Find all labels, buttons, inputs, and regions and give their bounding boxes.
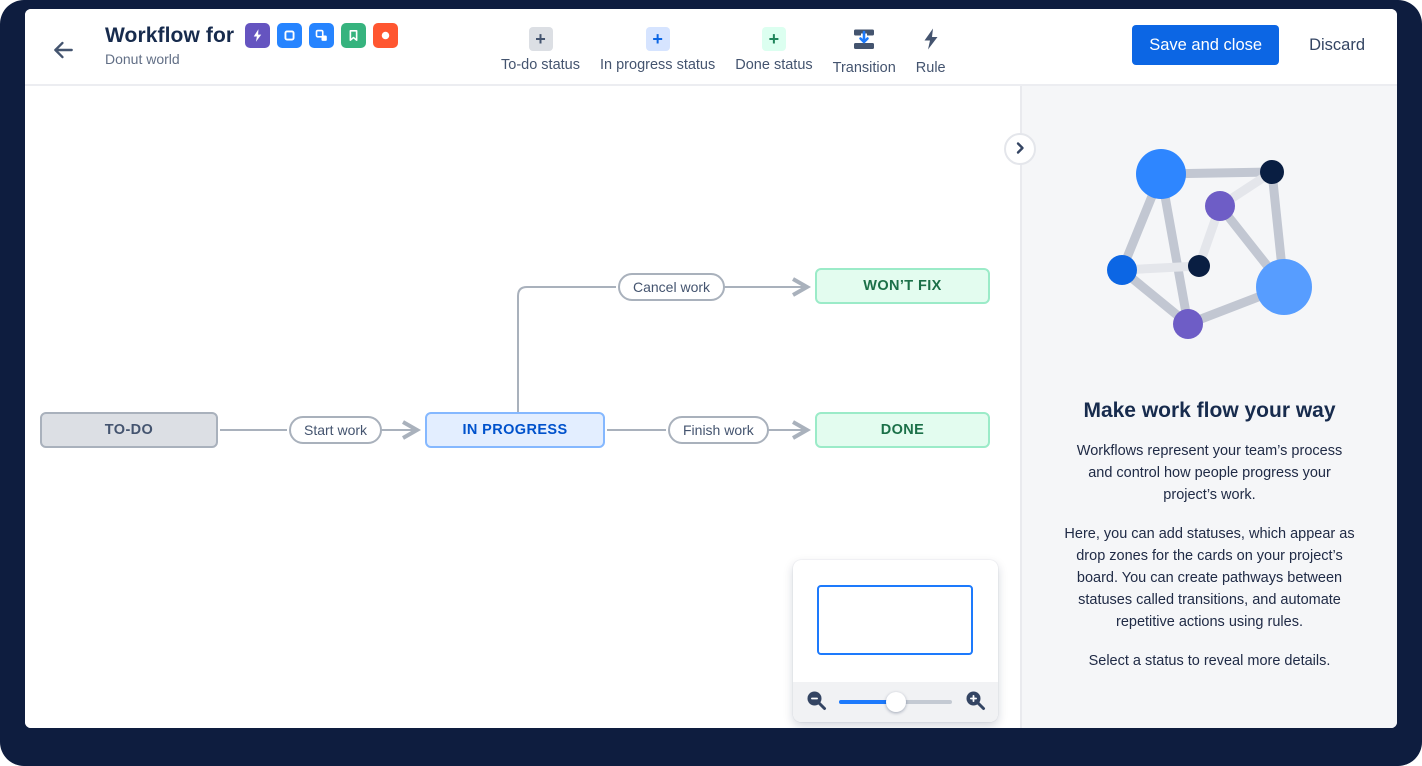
chevron-right-icon bbox=[1013, 141, 1027, 158]
panel-paragraph: Workflows represent your team’s process … bbox=[1076, 443, 1343, 503]
add-transition-button[interactable]: Transition bbox=[833, 27, 896, 76]
tool-label: Done status bbox=[735, 57, 813, 73]
plus-icon: + bbox=[528, 27, 553, 51]
editor-header: Workflow for bbox=[25, 9, 1397, 86]
workflow-canvas[interactable]: WON’T FIX TO-DO IN PROGRESS DONE Cancel … bbox=[25, 86, 1020, 728]
zoom-slider-thumb[interactable] bbox=[885, 692, 906, 712]
panel-text: Workflows represent your team’s process … bbox=[1064, 440, 1356, 672]
title-block: Workflow for bbox=[105, 23, 399, 67]
transition-finish-work[interactable]: Finish work bbox=[668, 416, 769, 444]
status-node-wont-fix[interactable]: WON’T FIX bbox=[815, 268, 990, 304]
panel-collapse-button[interactable] bbox=[1004, 133, 1036, 165]
add-done-status-button[interactable]: + Done status bbox=[735, 27, 813, 76]
panel-heading: Make work flow your way bbox=[1083, 399, 1336, 422]
add-todo-status-button[interactable]: + To-do status bbox=[501, 27, 580, 76]
status-node-in-progress[interactable]: IN PROGRESS bbox=[425, 412, 605, 448]
tool-label: In progress status bbox=[600, 57, 716, 73]
panel-paragraph: Here, you can add statuses, which appear… bbox=[1064, 526, 1355, 630]
magnifier-minus-icon bbox=[806, 690, 827, 714]
minimap bbox=[793, 560, 998, 722]
minimap-viewport[interactable] bbox=[817, 585, 973, 655]
issue-type-icons bbox=[245, 23, 399, 48]
transition-start-work[interactable]: Start work bbox=[289, 416, 383, 444]
zoom-slider[interactable] bbox=[839, 692, 952, 712]
tool-label: To-do status bbox=[501, 57, 580, 73]
transition-arrow-icon bbox=[852, 27, 876, 54]
lightning-bolt-icon bbox=[919, 27, 943, 54]
bolt-icon bbox=[245, 23, 271, 48]
status-node-done[interactable]: DONE bbox=[815, 412, 990, 448]
panel-paragraph: Select a status to reveal more details. bbox=[1088, 653, 1331, 669]
subtask-icon bbox=[309, 23, 335, 48]
back-button[interactable] bbox=[47, 37, 79, 65]
square-icon bbox=[277, 23, 303, 48]
minimap-zoom-bar bbox=[793, 682, 998, 722]
zoom-in-button[interactable] bbox=[964, 691, 986, 713]
editor-main: WON’T FIX TO-DO IN PROGRESS DONE Cancel … bbox=[25, 86, 1397, 728]
plus-icon: + bbox=[761, 27, 786, 51]
add-rule-button[interactable]: Rule bbox=[916, 27, 946, 76]
circle-icon bbox=[373, 23, 399, 48]
arrow-left-icon bbox=[50, 37, 76, 66]
details-panel: Make work flow your way Workflows repres… bbox=[1020, 86, 1397, 728]
page-title: Workflow for bbox=[105, 23, 235, 47]
tool-label: Transition bbox=[832, 60, 896, 76]
network-illustration bbox=[1106, 149, 1312, 339]
add-inprogress-status-button[interactable]: + In progress status bbox=[600, 27, 715, 76]
toolbar: + To-do status + In progress status + Do… bbox=[501, 27, 946, 76]
transition-cancel-work[interactable]: Cancel work bbox=[618, 273, 726, 301]
zoom-slider-fill bbox=[839, 700, 896, 704]
workflow-editor-window: Workflow for bbox=[25, 9, 1397, 728]
discard-button[interactable]: Discard bbox=[1309, 35, 1365, 54]
status-node-todo[interactable]: TO-DO bbox=[40, 412, 218, 448]
zoom-out-button[interactable] bbox=[805, 691, 827, 713]
plus-icon: + bbox=[645, 27, 670, 51]
bookmark-icon bbox=[341, 23, 367, 48]
tool-label: Rule bbox=[915, 60, 946, 76]
project-name: Donut world bbox=[105, 51, 180, 67]
save-and-close-button[interactable]: Save and close bbox=[1132, 25, 1280, 65]
header-actions: Save and close Discard bbox=[1132, 25, 1365, 65]
magnifier-plus-icon bbox=[965, 690, 986, 714]
